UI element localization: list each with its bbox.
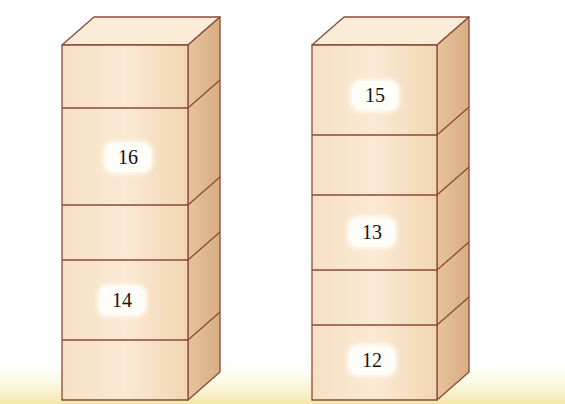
number-label: 12 xyxy=(349,346,395,375)
number-label: 16 xyxy=(105,143,151,172)
number-text: 15 xyxy=(362,84,388,107)
right-tower xyxy=(312,17,469,400)
number-text: 13 xyxy=(359,221,385,244)
number-label: 13 xyxy=(349,218,395,247)
number-text: 16 xyxy=(115,146,141,169)
number-label: 15 xyxy=(352,81,398,110)
number-text: 14 xyxy=(109,289,135,312)
number-label: 14 xyxy=(99,286,145,315)
left-tower xyxy=(62,17,220,400)
number-text: 12 xyxy=(359,349,385,372)
